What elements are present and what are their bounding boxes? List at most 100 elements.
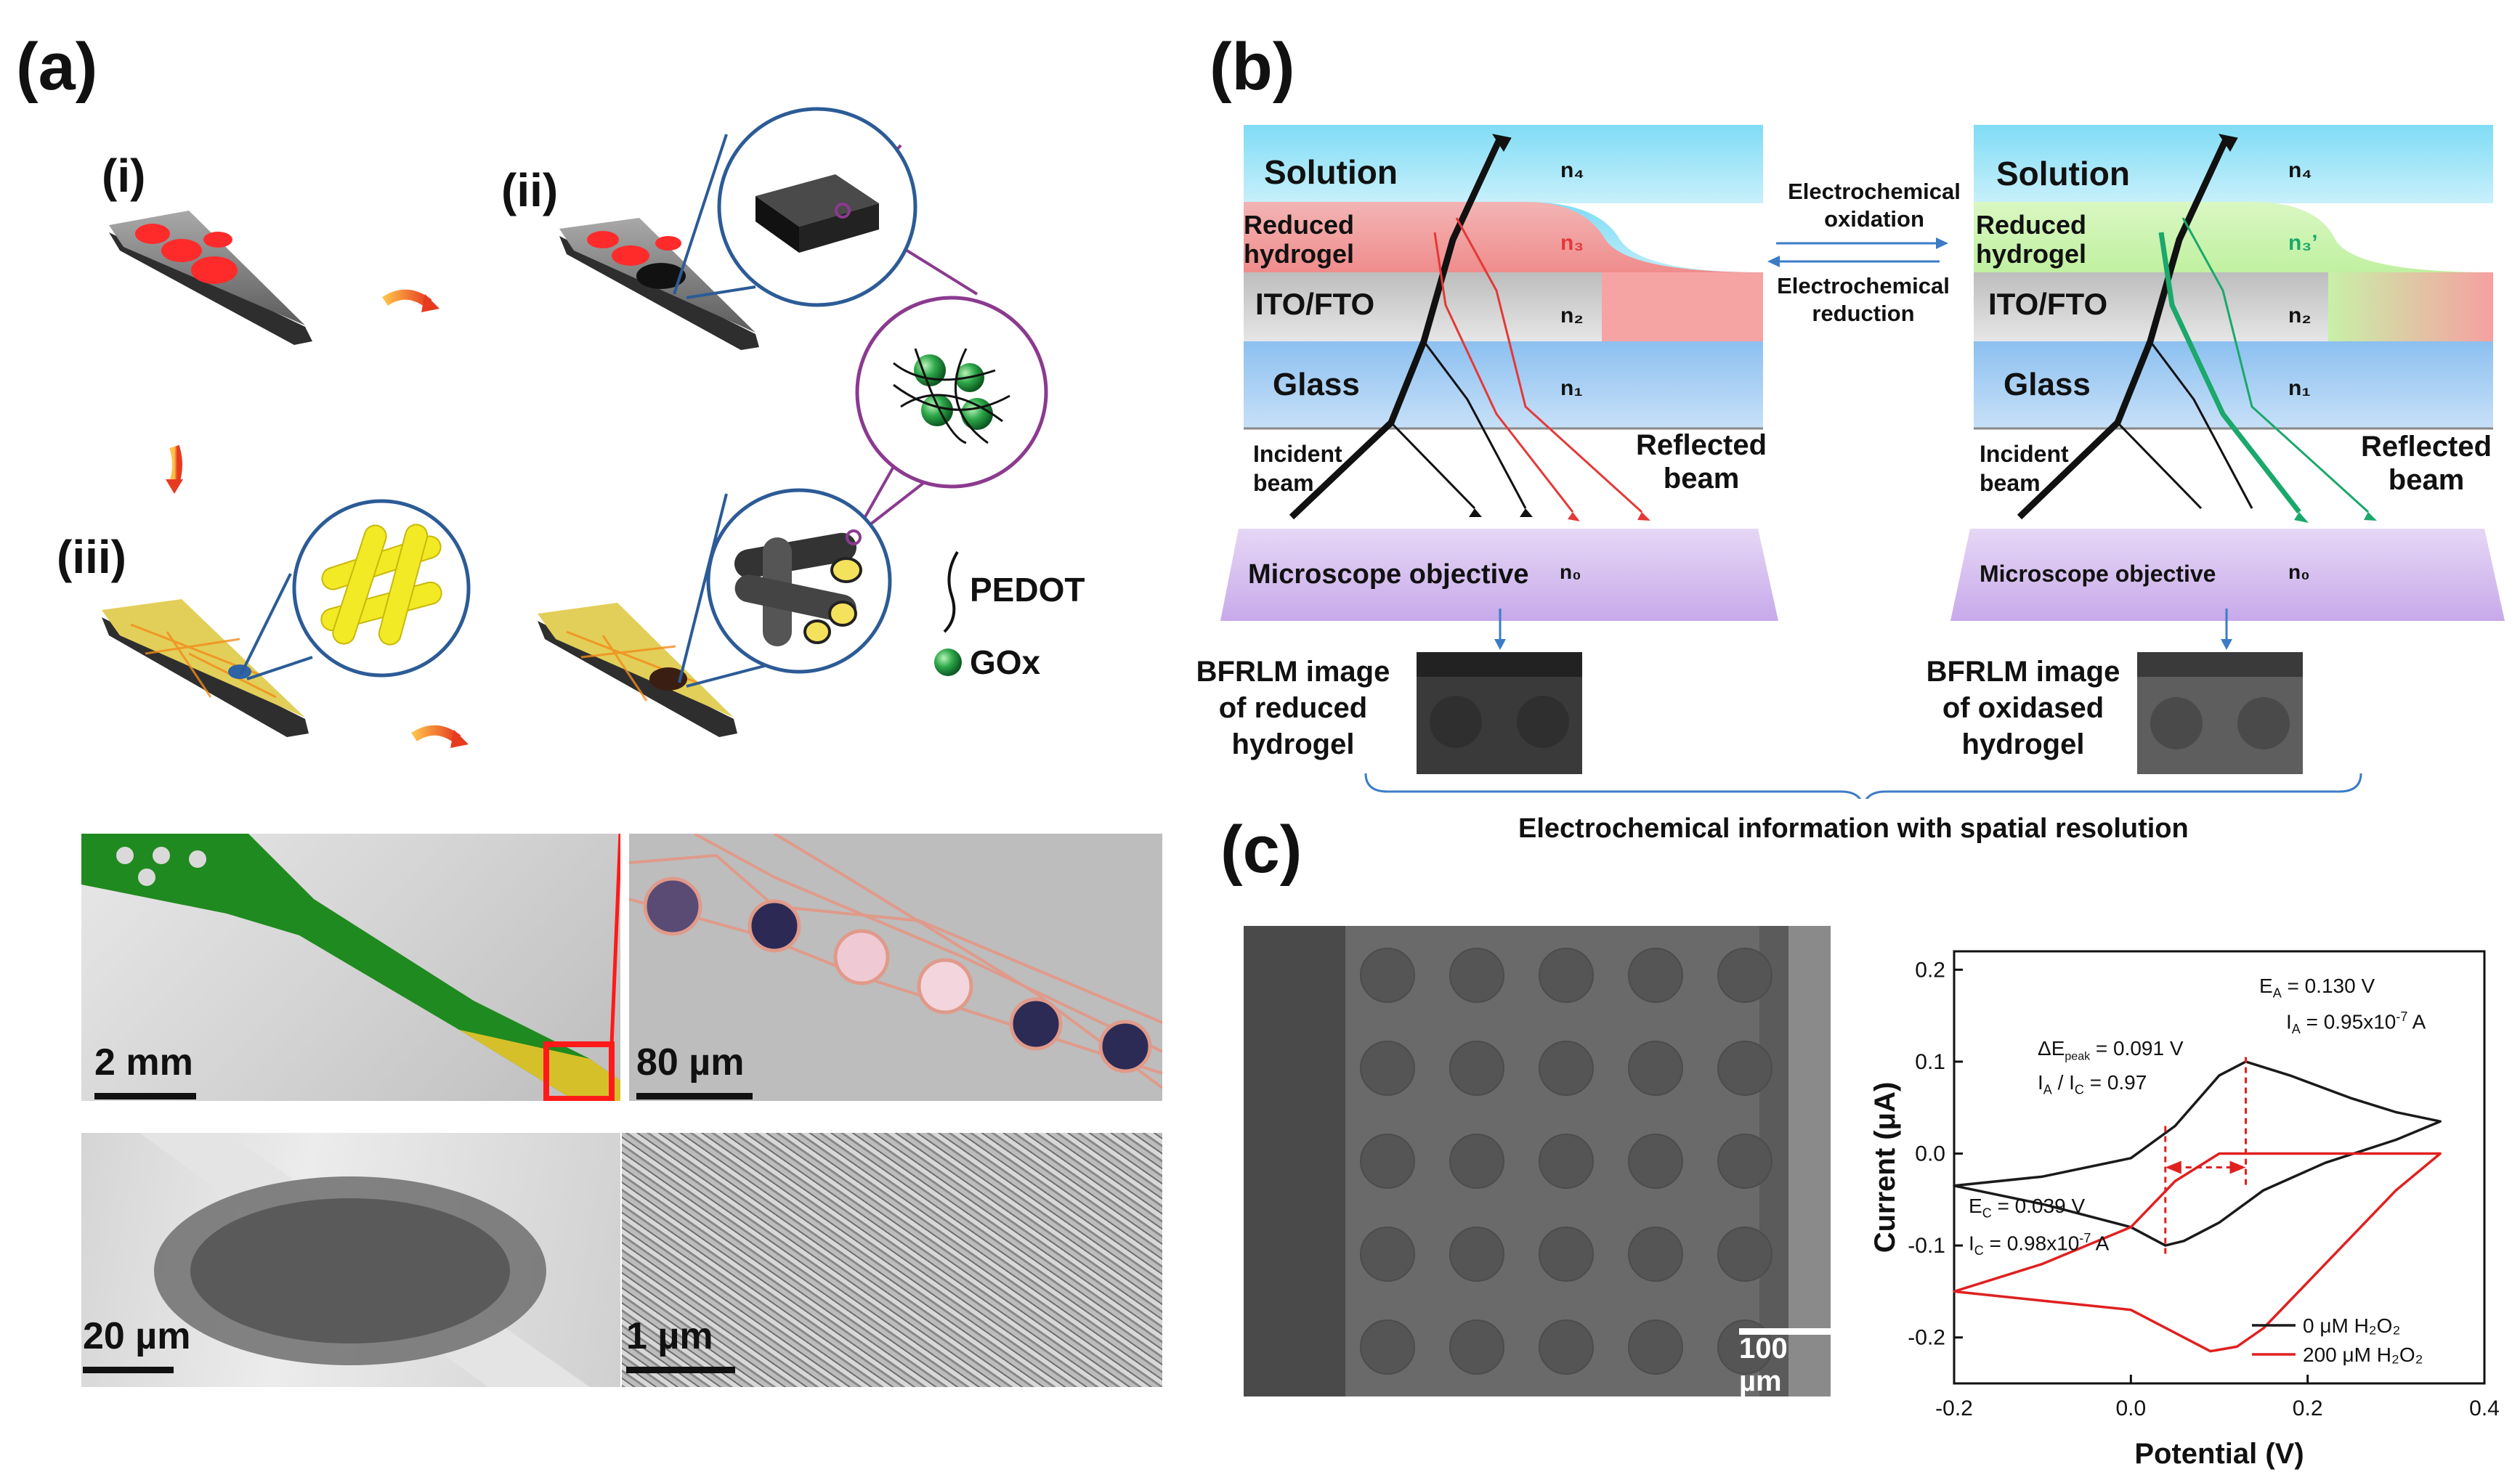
- ia-sub: A: [2291, 1021, 2301, 1036]
- right-hydrogel-label: Reduced hydrogel: [1976, 210, 2087, 269]
- right-bfrlm-image: [2137, 652, 2303, 774]
- ratio-s1: A: [2043, 1082, 2052, 1097]
- ic-exp: -7: [2079, 1231, 2091, 1245]
- well: [1360, 1134, 1415, 1189]
- left-n4: n₄: [1560, 158, 1584, 182]
- y-tick-label: 0.1: [1915, 1050, 1945, 1074]
- x-axis-label: Potential (V): [2134, 1438, 2304, 1470]
- ia-symbol: I: [2286, 1010, 2292, 1033]
- probe-photo: 2 mm: [81, 834, 620, 1101]
- delta-e-arrowhead-left: [2165, 1160, 2181, 1174]
- well: [1717, 1227, 1772, 1282]
- well: [1449, 948, 1504, 1003]
- ic-symbol: I: [1969, 1232, 1974, 1255]
- scale-bar-20um-label: 20 µm: [83, 1315, 191, 1357]
- right-incident-label: Incident beam: [1980, 441, 2069, 496]
- y-axis-label: Current (μA): [1869, 1082, 1901, 1253]
- ic-sub: C: [1974, 1243, 1984, 1258]
- right-n4: n₄: [2288, 158, 2312, 182]
- scale-bar-100um-label: 100 µm: [1739, 1333, 1788, 1396]
- right-n2: n₂: [2288, 304, 2312, 328]
- ec-sub: C: [1982, 1205, 1992, 1221]
- ic-value: = 0.98x10: [1983, 1232, 2080, 1255]
- electrode-array-micrograph: 100 µm: [1244, 926, 1831, 1396]
- right-n0: n₀: [2288, 561, 2310, 583]
- step-ii-label: (ii): [501, 164, 559, 216]
- well: [1717, 948, 1772, 1003]
- left-reflected-label: Reflected beam: [1636, 429, 1767, 495]
- well: [1539, 1134, 1594, 1189]
- spatial-resolution-caption: Electrochemical information with spatial…: [1518, 813, 2189, 844]
- legend-label-0: 0 μM H₂O₂: [2303, 1314, 2400, 1337]
- well: [1360, 948, 1415, 1003]
- plot-frame: [1953, 950, 2486, 1385]
- pedot-legend-icon: [943, 550, 959, 633]
- well: [1360, 1041, 1415, 1096]
- sem-high-mag: 1 µm: [622, 1133, 1162, 1387]
- scale-bar-80um: 80 µm: [636, 1041, 753, 1099]
- x-tick-label: 0.4: [2469, 1396, 2499, 1420]
- ratio-value: = 0.97: [2083, 1071, 2147, 1094]
- step-iii-label: (iii): [57, 531, 126, 583]
- probe-step-iv: [538, 603, 737, 737]
- step-i-label: (i): [102, 150, 146, 202]
- oxidation-label: Electrochemical oxidation: [1788, 179, 1961, 232]
- ratio-s2: C: [2074, 1082, 2084, 1097]
- x-tick-label: -0.2: [1935, 1396, 1973, 1420]
- ea-symbol: E: [2259, 975, 2273, 997]
- ic-unit: A: [2091, 1232, 2110, 1255]
- delta-e-arrowhead-right: [2229, 1160, 2246, 1174]
- left-incident-label: Incident beam: [1253, 441, 1342, 496]
- well: [1717, 1134, 1772, 1189]
- scale-bar-80um-label: 80 µm: [636, 1041, 745, 1083]
- well: [1449, 1041, 1504, 1096]
- cv-series-0: [1953, 1060, 2442, 1247]
- left-n1: n₁: [1560, 376, 1583, 400]
- well: [1360, 1320, 1415, 1375]
- probe-step-ii: [559, 218, 759, 350]
- right-n1: n₁: [2288, 376, 2311, 400]
- ia-value: = 0.95x10: [2300, 1010, 2397, 1033]
- y-tick-label: -0.1: [1908, 1234, 1945, 1258]
- probe-step-i: [109, 211, 312, 345]
- dep-value: = 0.091 V: [2090, 1037, 2184, 1060]
- left-objective: [1220, 529, 1778, 621]
- arrow-i-to-iii: [169, 444, 182, 485]
- annotation-ea: EA = 0.130 V: [2259, 975, 2375, 1001]
- left-objective-label: Microscope objective: [1248, 559, 1529, 590]
- reduction-label: Electrochemical reduction: [1777, 273, 1950, 326]
- well: [1539, 948, 1594, 1003]
- gox-legend-icon: [934, 648, 962, 676]
- ea-value: = 0.130 V: [2281, 975, 2375, 997]
- probe-step-iii: [102, 599, 309, 737]
- scale-bar-1um: 1 µm: [626, 1314, 735, 1373]
- ratio-mid: / I: [2051, 1071, 2075, 1094]
- well: [1539, 1227, 1594, 1282]
- sem-low-mag: 20 µm: [81, 1133, 620, 1387]
- dep-symbol: ΔE: [2038, 1037, 2065, 1060]
- right-n3: n₃’: [2288, 231, 2318, 255]
- well: [1628, 948, 1683, 1003]
- annotation-ic: IC = 0.98x10-7 A: [1969, 1231, 2109, 1259]
- fabrication-schematic: [102, 107, 1048, 748]
- dep-sub: peak: [2065, 1050, 2091, 1063]
- panel-b-label: (b): [1210, 30, 1295, 104]
- x-tick-label: 0.2: [2293, 1396, 2323, 1420]
- panel-c-label: (c): [1220, 813, 1302, 887]
- optical-micrograph: 80 µm: [629, 834, 1162, 1101]
- left-n2: n₂: [1560, 304, 1584, 328]
- ec-symbol: E: [1969, 1195, 1982, 1217]
- scale-bar-1um-label: 1 µm: [626, 1315, 713, 1357]
- annotation-ia: IA = 0.95x10-7 A: [2286, 1009, 2426, 1037]
- right-objective-label: Microscope objective: [1980, 561, 2216, 587]
- well: [1628, 1041, 1683, 1096]
- panel-a-label: (a): [16, 30, 98, 104]
- right-glass-label: Glass: [2004, 367, 2091, 402]
- bottom-brace: [1364, 773, 2362, 799]
- left-glass-label: Glass: [1273, 367, 1360, 402]
- left-solution-label: Solution: [1264, 153, 1398, 191]
- y-tick-label: -0.2: [1908, 1326, 1945, 1350]
- y-tick-label: 0.2: [1915, 958, 1945, 982]
- x-tick-label: 0.0: [2115, 1396, 2146, 1420]
- scale-bar-2mm-label: 2 mm: [94, 1041, 193, 1083]
